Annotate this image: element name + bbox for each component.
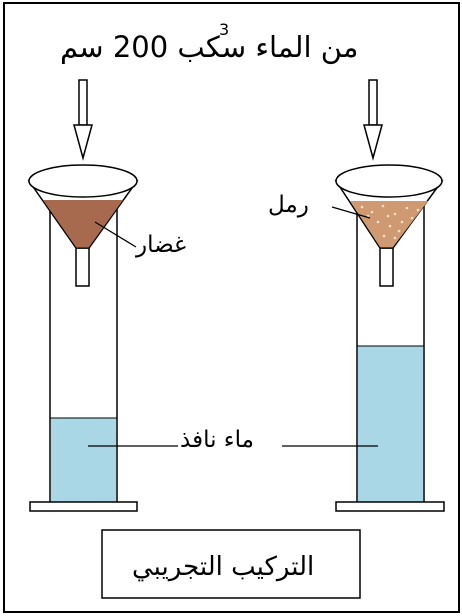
caption-text: التركيب التجريبي [132,552,315,582]
left-water-fill [51,418,116,502]
right-funnel [334,164,444,287]
caption-box [101,529,361,599]
sand-pointer-line [331,206,371,219]
title-main: سكب 200 سم [60,30,247,64]
sand-fill [350,201,428,247]
clay-fill [43,200,123,247]
outer-frame [3,2,460,613]
pour-arrow-right-icon [363,79,383,161]
clay-label: غضار [136,232,187,258]
right-water-fill [358,346,423,502]
title-suffix: من الماء [255,30,359,64]
water-label: ماء نافذ [180,427,254,453]
right-cylinder-base [335,501,445,512]
clay-pointer-line [94,221,137,248]
title-text: من الماء سكب 200 سم [60,30,358,64]
left-cylinder-base [29,501,138,512]
sand-label: رمل [268,192,309,218]
pour-arrow-left-icon [73,79,93,161]
left-funnel [27,164,139,287]
title-superscript: 3 [219,20,230,39]
